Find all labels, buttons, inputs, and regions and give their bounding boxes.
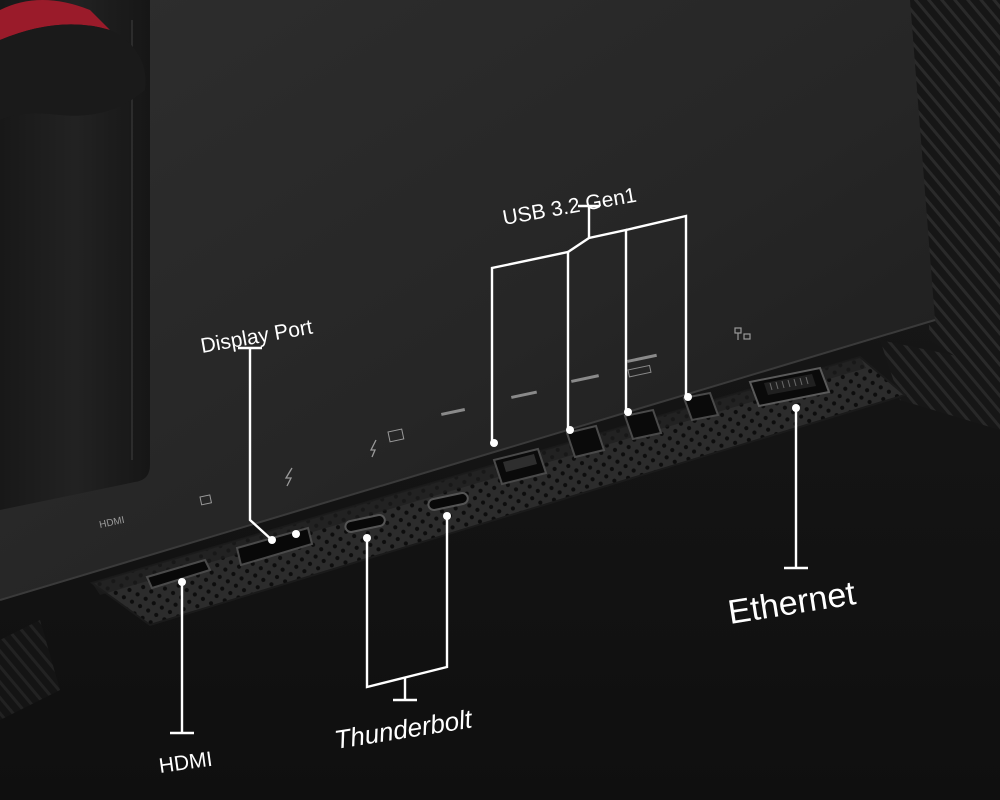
usb-a-port-1 — [492, 447, 548, 486]
usb-a-port-2 — [565, 424, 606, 459]
vent-grille-lower-right — [880, 340, 1000, 430]
monitor-back-panel — [0, 0, 935, 600]
printed-thunderbolt-monitor-icon — [369, 439, 377, 458]
thunderbolt-port-1 — [344, 513, 386, 534]
displayport-port — [235, 526, 314, 567]
thunderbolt-port-2 — [427, 491, 469, 512]
usb-a-port-4 — [682, 391, 720, 422]
vent-grille-left — [0, 620, 60, 720]
printed-network-icon — [734, 327, 751, 340]
usb-a-port-3 — [623, 408, 663, 441]
callout-ethernet — [784, 404, 808, 570]
ethernet-port — [748, 366, 831, 408]
stand-red-accent — [0, 0, 110, 40]
hdmi-port — [145, 558, 212, 590]
panel-edge-highlight — [0, 319, 936, 601]
callout-hdmi — [170, 578, 194, 735]
callout-usb — [490, 204, 692, 447]
printed-dp-icon — [199, 494, 213, 506]
callout-displayport — [238, 346, 300, 544]
printed-hdmi-marking: HDMI — [98, 515, 125, 531]
stand-hinge — [0, 24, 146, 120]
printed-display-icon — [387, 428, 405, 443]
printed-usb-ss-icons — [441, 353, 657, 416]
monitor-stand — [0, 0, 150, 510]
callout-thunderbolt — [363, 512, 451, 702]
printed-thunderbolt-icon — [284, 467, 293, 487]
